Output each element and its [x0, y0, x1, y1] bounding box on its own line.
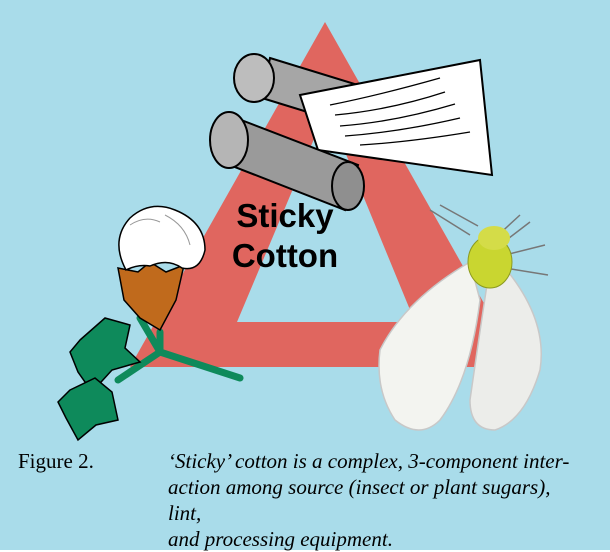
- caption-lead: Figure 2.: [18, 448, 168, 474]
- caption-line: action among source (insect or plant sug…: [168, 474, 588, 526]
- center-label: Sticky Cotton: [225, 196, 345, 276]
- center-label-line2: Cotton: [225, 236, 345, 276]
- center-label-line1: Sticky: [225, 196, 345, 236]
- caption-body: ‘Sticky’ cotton is a complex, 3-componen…: [168, 448, 588, 552]
- caption-line: ‘Sticky’ cotton is a complex, 3-componen…: [168, 448, 588, 474]
- caption-line: and processing equipment.: [168, 526, 588, 552]
